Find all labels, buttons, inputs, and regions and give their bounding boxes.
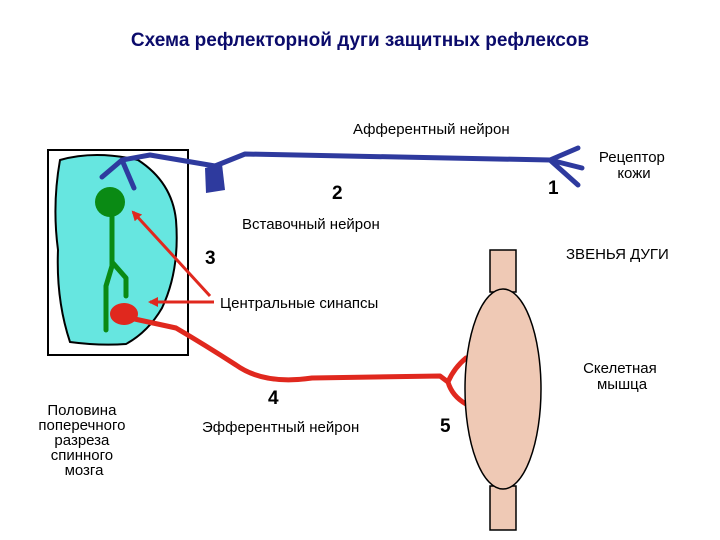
skeletal-muscle-label: Скелетная мышца xyxy=(583,360,661,393)
number-4: 4 xyxy=(268,388,279,409)
arrow-to-interneuron xyxy=(131,210,212,298)
interneuron-axon xyxy=(103,213,129,333)
muscle-tendon-top xyxy=(489,249,517,293)
number-2: 2 xyxy=(332,183,343,204)
skeletal-muscle xyxy=(464,249,542,531)
efferent-neuron-label: Эфферентный нейрон xyxy=(202,419,359,436)
afferent-neuron-label: Афферентный нейрон xyxy=(353,121,510,138)
efferent-axon xyxy=(127,315,451,385)
pointer-arrows xyxy=(131,210,214,307)
diagram-title: Схема рефлекторной дуги защитных рефлекс… xyxy=(131,30,589,51)
interneuron-body xyxy=(95,187,125,217)
number-3: 3 xyxy=(205,248,216,269)
afferent-ganglion-body xyxy=(205,164,225,193)
spinal-cord-caption: Половина поперечного разреза спинного мо… xyxy=(38,402,129,479)
arc-links-label: ЗВЕНЬЯ ДУГИ xyxy=(566,246,669,263)
muscle-belly xyxy=(464,288,542,490)
afferent-neuron xyxy=(99,145,585,193)
motor-end-plate xyxy=(445,355,469,407)
receptor-ending xyxy=(547,145,585,171)
afferent-central-branch xyxy=(119,157,137,191)
number-1: 1 xyxy=(548,178,559,199)
muscle-tendon-bottom xyxy=(489,485,517,531)
interneuron xyxy=(95,187,129,333)
interneuron-label: Вставочный нейрон xyxy=(242,216,380,233)
efferent-neuron xyxy=(110,303,469,407)
central-synapses-label: Центральные синапсы xyxy=(220,295,378,312)
gray-matter-shape xyxy=(54,154,178,346)
number-5: 5 xyxy=(440,416,451,437)
efferent-neuron-body xyxy=(110,303,138,325)
receptor-label: Рецептор кожи xyxy=(599,149,669,182)
